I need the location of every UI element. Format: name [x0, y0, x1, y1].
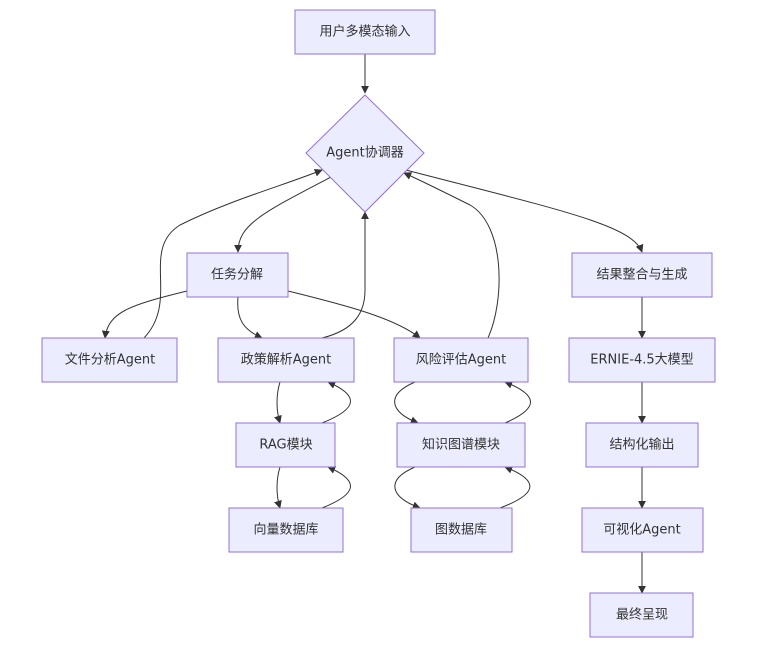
edge-decompose-policy-agent — [237, 296, 263, 339]
node-integrate-label: 结果整合与生成 — [596, 268, 687, 283]
edge-vector-db-rag — [321, 466, 351, 509]
edges — [101, 54, 646, 594]
node-integrate[interactable]: 结果整合与生成 — [571, 252, 713, 298]
node-graph-db[interactable]: 图数据库 — [410, 507, 513, 553]
edge-policy-agent-coordinator — [321, 211, 369, 339]
edge-graph-db-kg — [499, 465, 531, 509]
node-ernie[interactable]: ERNIE-4.5大模型 — [568, 337, 716, 383]
node-coordinator-label: Agent协调器 — [326, 146, 403, 161]
edge-kg-graph-db — [394, 466, 421, 510]
node-structured[interactable]: 结构化输出 — [585, 422, 699, 468]
edge-risk-agent-coordinator — [403, 172, 500, 339]
edge-decompose-risk-agent — [287, 290, 421, 339]
node-decompose-label: 任务分解 — [211, 267, 263, 283]
node-final[interactable]: 最终呈现 — [589, 592, 694, 638]
node-file-agent-label: 文件分析Agent — [65, 353, 155, 368]
node-input-label: 用户多模态输入 — [319, 24, 410, 40]
edge-rag-policy-agent — [321, 381, 351, 424]
node-graph-db-label: 图数据库 — [435, 522, 487, 538]
node-kg-label: 知识图谱模块 — [422, 437, 500, 453]
node-viz-agent[interactable]: 可视化Agent — [581, 507, 704, 553]
node-risk-agent[interactable]: 风险评估Agent — [393, 337, 529, 383]
node-input[interactable]: 用户多模态输入 — [294, 9, 436, 55]
node-rag[interactable]: RAG模块 — [235, 422, 336, 468]
edge-decompose-file-agent — [101, 290, 188, 339]
edge-coordinator-decompose — [234, 176, 332, 253]
node-vector-db-label: 向量数据库 — [253, 522, 318, 538]
node-ernie-label: ERNIE-4.5大模型 — [590, 353, 693, 368]
node-file-agent[interactable]: 文件分析Agent — [41, 337, 178, 383]
edge-rag-vector-db — [274, 466, 282, 509]
node-viz-agent-label: 可视化Agent — [603, 523, 680, 538]
node-risk-agent-label: 风险评估Agent — [416, 353, 506, 368]
edge-policy-agent-rag — [274, 381, 282, 424]
edge-kg-risk-agent — [504, 380, 531, 424]
node-kg[interactable]: 知识图谱模块 — [396, 422, 526, 468]
node-vector-db[interactable]: 向量数据库 — [228, 507, 344, 553]
nodes: 用户多模态输入 Agent协调器 任务分解 结果整合与生成 文件分析Agent … — [41, 9, 716, 638]
node-structured-label: 结构化输出 — [609, 437, 674, 453]
node-rag-label: RAG模块 — [259, 438, 312, 453]
node-policy-agent-label: 政策解析Agent — [241, 352, 331, 368]
node-coordinator[interactable]: Agent协调器 — [305, 94, 425, 213]
node-decompose[interactable]: 任务分解 — [186, 252, 289, 298]
node-policy-agent[interactable]: 政策解析Agent — [217, 337, 355, 383]
edge-coordinator-integrate — [401, 168, 644, 253]
edge-file-agent-coordinator — [143, 168, 323, 339]
edge-risk-agent-kg — [394, 381, 419, 425]
node-final-label: 最终呈现 — [616, 607, 668, 623]
